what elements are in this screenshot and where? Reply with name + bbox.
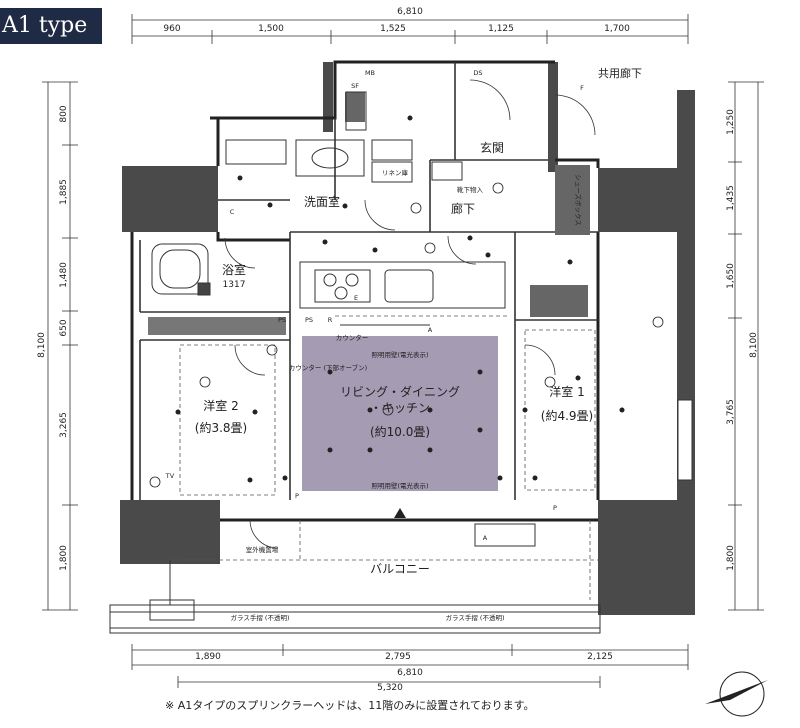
label-mb: MB <box>365 69 375 77</box>
dim-left-2: 1,885 <box>59 179 69 205</box>
room-bathroom: 浴室 <box>222 262 246 277</box>
label-f: F <box>580 84 584 92</box>
label-exterior-unit: 室外機置場 <box>246 545 279 554</box>
outlet-symbols <box>149 182 664 488</box>
room-entrance: 玄関 <box>480 140 504 155</box>
dim-left-1: 800 <box>59 105 69 122</box>
washroom-counter <box>225 91 463 183</box>
room-western2: 洋室 2 <box>203 398 238 413</box>
ldk-shaded-area <box>302 336 498 491</box>
label-tv: TV <box>165 472 175 480</box>
dim-right-5: 1,800 <box>726 545 736 571</box>
dim-bottom-1: 1,890 <box>195 652 221 662</box>
dim-top-2: 1,500 <box>258 24 284 34</box>
closet-blocks <box>148 92 590 335</box>
room-ldk-kitchen: ・キッチン <box>370 401 430 415</box>
dim-top-5: 1,700 <box>604 24 630 34</box>
dim-bottom-total: 6,810 <box>397 668 423 678</box>
label-sf: SF <box>351 82 359 90</box>
exterior-walls <box>130 60 600 522</box>
bathtub <box>151 243 211 296</box>
dim-bottom-3: 2,125 <box>587 652 613 662</box>
label-p-left: P <box>295 492 299 500</box>
room-hallway: 廊下 <box>451 201 475 216</box>
kitchen-fixtures <box>299 261 506 326</box>
label-counter-oven: カウンター (下部オーブン) <box>289 363 367 372</box>
dimension-labels: 6,810 960 1,500 1,525 1,125 1,700 8,100 … <box>37 7 759 693</box>
label-a-kitchen: A <box>428 326 433 334</box>
label-ps-left: PS <box>278 316 286 324</box>
fixture-labels: MB DS SF PS PS R リネン庫 靴下物入 シューズボックス カウンタ… <box>165 69 584 622</box>
dim-left-total: 8,100 <box>37 332 47 358</box>
label-shoebox: シューズボックス <box>574 174 583 225</box>
structural-columns <box>120 62 695 615</box>
dim-left-4: 650 <box>59 319 69 336</box>
dim-top-4: 1,125 <box>488 24 514 34</box>
dimension-lines <box>42 14 764 688</box>
room-balcony: バルコニー <box>370 562 430 576</box>
dim-top-total: 6,810 <box>397 7 423 17</box>
dim-left-6: 1,800 <box>59 545 69 571</box>
window-right <box>677 399 693 481</box>
room-western2-size: (約3.8畳) <box>195 420 247 435</box>
label-lighting-top: 照明用壁(電光表示) <box>371 350 428 359</box>
dim-left-3: 1,480 <box>59 262 69 288</box>
room-western1-size: (約4.9畳) <box>541 408 593 423</box>
room-ldk-size: (約10.0畳) <box>370 424 430 439</box>
interior-walls <box>139 62 598 500</box>
room-washroom: 洗面室 <box>304 194 340 209</box>
label-glass-left: ガラス手摺 (不透明) <box>230 613 289 622</box>
dim-right-4: 3,765 <box>726 399 736 425</box>
dim-right-1: 1,250 <box>726 109 736 135</box>
ceiling-fixtures <box>175 115 625 483</box>
room-western1: 洋室 1 <box>549 384 584 399</box>
room-ldk: リビング・ダイニング <box>340 384 460 399</box>
dim-left-5: 3,265 <box>59 412 69 438</box>
dim-right-total: 8,100 <box>749 332 759 358</box>
label-ds: DS <box>473 69 482 77</box>
dim-top-3: 1,525 <box>380 24 406 34</box>
footnote: ※ A1タイプのスプリンクラーヘッドは、11階のみに設置されております。 <box>165 699 535 712</box>
label-ps-right: PS <box>305 316 313 324</box>
label-lighting-bottom: 照明用壁(電光表示) <box>371 481 428 490</box>
balcony-railings <box>109 523 601 634</box>
label-p-right: P <box>553 504 557 512</box>
label-shoe: 靴下物入 <box>457 185 484 194</box>
label-r: R <box>328 316 333 324</box>
dim-top-1: 960 <box>163 24 180 34</box>
dim-right-3: 1,650 <box>726 263 736 289</box>
label-linen: リネン庫 <box>382 168 409 177</box>
entry-marker <box>394 508 406 518</box>
label-a-balcony: A <box>483 534 488 542</box>
plan-type-badge: A1 type <box>0 8 102 44</box>
dim-bottom-inner: 5,320 <box>377 683 403 693</box>
label-glass-right: ガラス手摺 (不透明) <box>445 613 504 622</box>
room-labels: 共用廊下 玄関 洗面室 廊下 浴室 1317 リビング・ダイニング ・キッチン … <box>195 66 642 576</box>
label-counter: カウンター <box>336 333 369 342</box>
dim-bottom-2: 2,795 <box>385 652 411 662</box>
north-arrow <box>705 671 768 717</box>
dim-right-2: 1,435 <box>726 185 736 211</box>
room-bathroom-size: 1317 <box>223 280 246 290</box>
label-c: C <box>230 208 235 216</box>
room-common-corridor: 共用廊下 <box>598 66 642 80</box>
doors <box>224 79 596 549</box>
label-e: E <box>354 294 358 302</box>
